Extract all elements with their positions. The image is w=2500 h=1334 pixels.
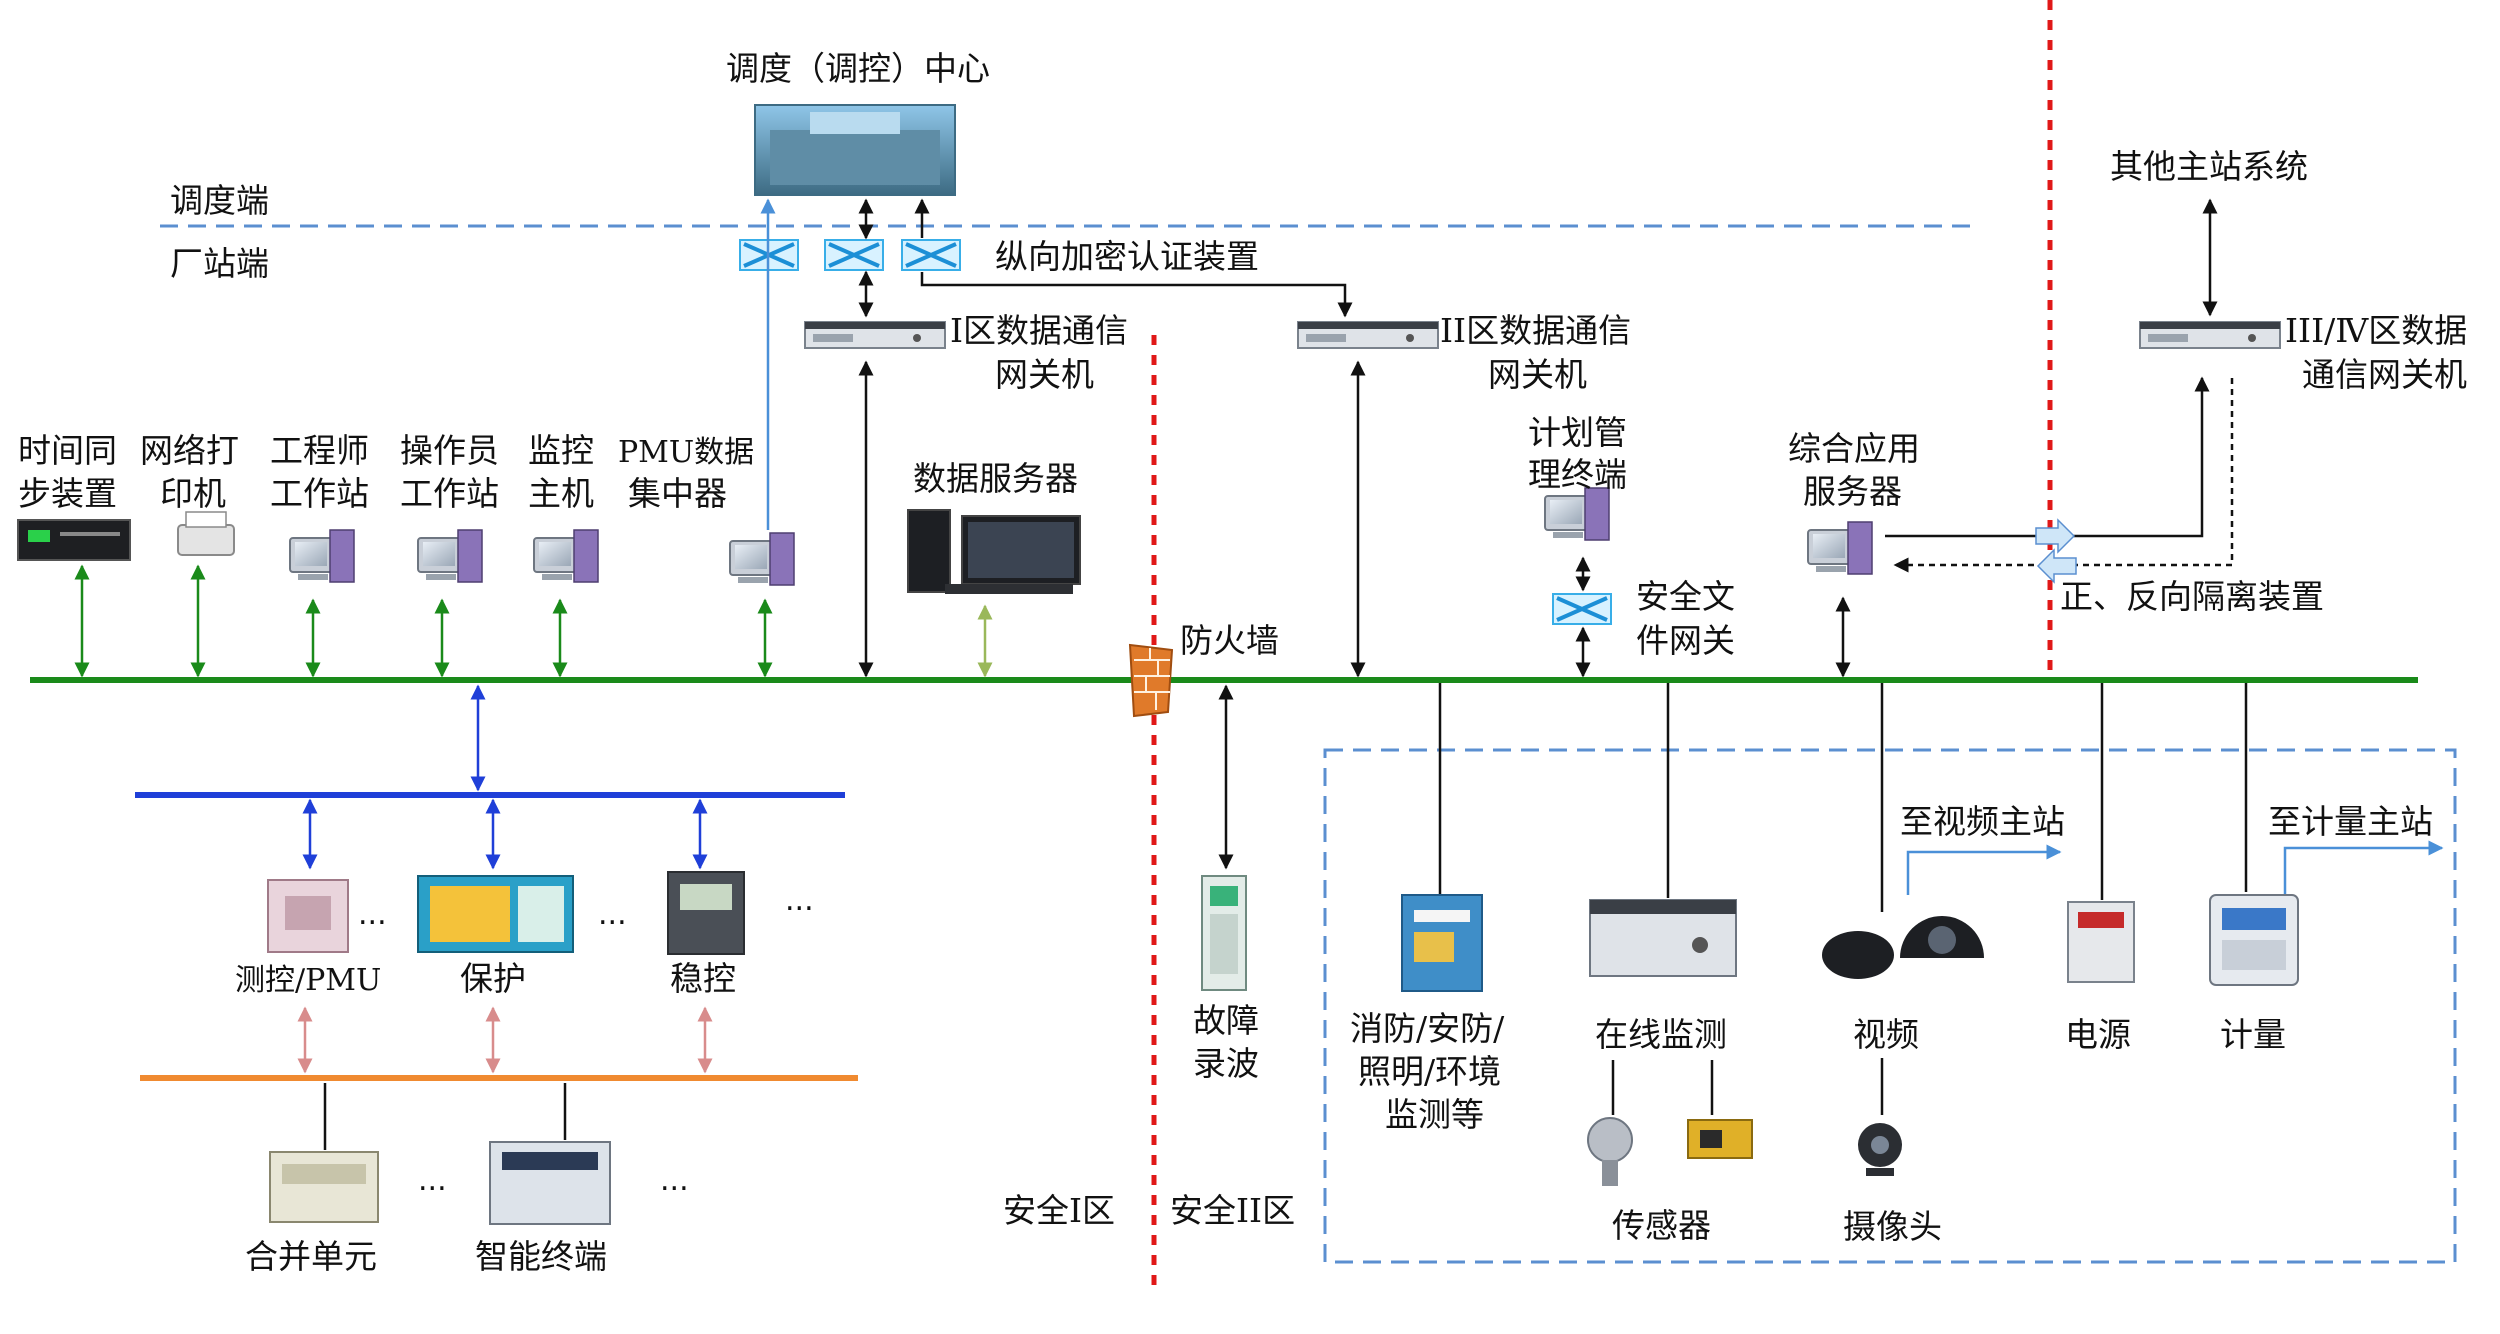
zone1-gateway-label-2: 网关机 — [995, 355, 1094, 394]
time-sync-label-1: 时间同 — [18, 431, 117, 470]
stability-control-icon — [667, 871, 745, 955]
safe-file-gateway-label-1: 安全文 — [1636, 577, 1735, 616]
monitor-host-icon — [533, 529, 599, 583]
measurement-pmu-icon — [267, 879, 349, 953]
time-sync-icon — [17, 519, 131, 561]
monitor-host-label-2: 主机 — [528, 474, 594, 513]
pmu-concentrator-label-2: 集中器 — [628, 474, 727, 513]
time-sync-label-2: 步装置 — [18, 474, 117, 513]
stability-ellipsis: ... — [785, 883, 814, 918]
protection-ellipsis: ... — [598, 897, 627, 932]
integrated-server-icon — [1807, 521, 1873, 575]
engineer-station-icon — [289, 529, 355, 583]
to-video-master-arrow — [1906, 844, 2062, 895]
to-metering-master-arrow — [2283, 840, 2444, 895]
fire-security-label-2: 照明/环境 — [1358, 1052, 1501, 1091]
stability-control-label: 稳控 — [670, 959, 736, 998]
power-supply-icon — [2067, 901, 2135, 983]
engineer-station-label-1: 工程师 — [270, 431, 369, 470]
plan-terminal-icon — [1544, 487, 1610, 541]
plan-terminal-label-2: 理终端 — [1528, 455, 1627, 494]
integrated-server-label-2: 服务器 — [1803, 472, 1902, 511]
fault-recorder-label-2: 录波 — [1193, 1044, 1259, 1083]
measurement-pmu-label: 测控/PMU — [235, 963, 381, 998]
zone1-gateway-label-1: I区数据通信 — [950, 311, 1128, 350]
zone1-gateway-icon — [804, 321, 946, 349]
network-printer-label-1: 网络打 — [140, 431, 239, 470]
safety-zone-2-label: 安全II区 — [1170, 1191, 1295, 1230]
sensor-label: 传感器 — [1612, 1206, 1711, 1245]
operator-station-label-1: 操作员 — [400, 431, 499, 470]
operator-station-icon — [417, 529, 483, 583]
fire-security-icon — [1401, 894, 1483, 992]
dispatch-center-label: 调度（调控）中心 — [726, 49, 990, 88]
zone34-gateway-icon — [2139, 321, 2281, 349]
zone34-gateway-label-1: III/Ⅳ区数据 — [2285, 311, 2467, 350]
merging-unit-label: 合并单元 — [245, 1237, 377, 1276]
engineer-station-label-2: 工作站 — [270, 474, 369, 513]
smart-terminal-label: 智能终端 — [475, 1237, 607, 1276]
metering-label: 计量 — [2220, 1015, 2286, 1054]
plant-side-label: 厂站端 — [170, 244, 269, 283]
integrated-server-label-1: 综合应用 — [1788, 429, 1920, 468]
isolation-device-icon — [2035, 518, 2077, 584]
pmu-concentrator-label-1: PMU数据 — [618, 435, 754, 470]
vertical-encryption-label: 纵向加密认证装置 — [995, 237, 1259, 276]
zone2-gateway-label-1: II区数据通信 — [1440, 311, 1631, 350]
zone-34-equipment-box — [1323, 748, 2457, 1264]
safety-zone-1-label: 安全I区 — [1003, 1191, 1115, 1230]
measurement-ellipsis: ... — [358, 897, 387, 932]
enc3-gateway2-link — [920, 272, 1353, 318]
smart-terminal-ellipsis: ... — [660, 1163, 689, 1198]
camera-label: 摄像头 — [1843, 1207, 1942, 1246]
protection-label: 保护 — [460, 959, 526, 998]
to-video-master-label: 至视频主站 — [1900, 802, 2065, 841]
zone2-gateway-icon — [1297, 321, 1439, 349]
dispatch-center-building — [754, 104, 956, 196]
monitor-host-label-1: 监控 — [528, 431, 594, 470]
dispatch-side-label: 调度端 — [170, 181, 269, 220]
to-metering-master-label: 至计量主站 — [2268, 802, 2433, 841]
encryption-device-2-icon — [823, 238, 885, 272]
zone2-gateway-label-2: 网关机 — [1488, 355, 1587, 394]
network-printer-icon — [177, 511, 235, 556]
reverse-isolation-link — [1893, 378, 2234, 573]
fault-recorder-label-1: 故障 — [1193, 1001, 1259, 1040]
sensor-2-icon — [1687, 1119, 1753, 1159]
sensor-1-icon — [1587, 1117, 1633, 1186]
data-server-label: 数据服务器 — [913, 459, 1078, 498]
online-monitoring-label: 在线监测 — [1595, 1015, 1727, 1054]
network-printer-label-2: 印机 — [160, 474, 226, 513]
forward-isolation-link — [1885, 376, 2210, 538]
webcam-icon — [1858, 1123, 1902, 1176]
fault-recorder-icon — [1201, 875, 1247, 991]
video-camera-icon — [1822, 916, 1984, 979]
safe-file-gateway-icon — [1551, 592, 1613, 626]
operator-station-label-2: 工作站 — [400, 474, 499, 513]
video-label: 视频 — [1853, 1015, 1919, 1054]
isolation-device-label: 正、反向隔离装置 — [2060, 577, 2324, 616]
zone34-gateway-label-2: 通信网关机 — [2302, 355, 2467, 394]
merging-unit-ellipsis: ... — [418, 1163, 447, 1198]
fire-security-label-1: 消防/安防/ — [1350, 1009, 1505, 1048]
pmu-concentrator-icon — [729, 532, 795, 586]
firewall-icon — [1128, 643, 1174, 718]
online-monitoring-icon — [1589, 899, 1737, 977]
other-master-label: 其他主站系统 — [2110, 147, 2308, 186]
safe-file-gateway-label-2: 件网关 — [1636, 621, 1735, 660]
smart-terminal-icon — [489, 1141, 611, 1225]
meter-icon — [2209, 894, 2299, 986]
plan-terminal-label-1: 计划管 — [1528, 413, 1627, 452]
firewall-label: 防火墙 — [1180, 621, 1279, 660]
fire-security-label-3: 监测等 — [1385, 1095, 1484, 1134]
power-label: 电源 — [2065, 1015, 2131, 1054]
protection-icon — [417, 875, 574, 953]
encryption-device-3-icon — [900, 238, 962, 272]
merging-unit-icon — [269, 1151, 379, 1223]
data-server-icon — [907, 509, 1081, 594]
